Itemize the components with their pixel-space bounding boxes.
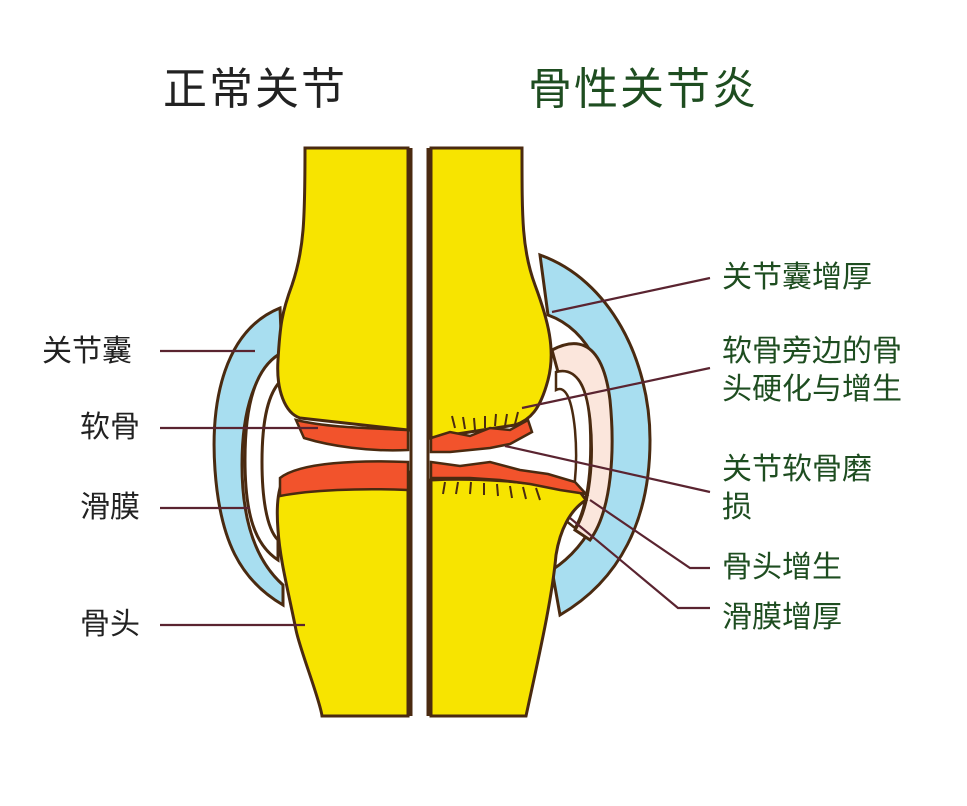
- label-cartilage: 软骨: [80, 410, 140, 445]
- normal-upper-cartilage: [293, 418, 410, 452]
- oa-lower-cartilage: [429, 460, 590, 496]
- normal-lower-cartilage: [278, 460, 410, 498]
- label-cartilage-wear-line1: 关节软骨磨: [722, 452, 872, 487]
- label-joint-capsule: 关节囊: [42, 334, 132, 369]
- label-bone: 骨头: [80, 607, 140, 642]
- label-sclerosis-line1: 软骨旁边的骨: [722, 334, 902, 369]
- oa-femur: [429, 146, 553, 440]
- leader-sclerosis: [521, 366, 711, 410]
- title-osteoarthritis: 骨性关节炎: [528, 64, 758, 115]
- normal-femur: [276, 146, 410, 432]
- leader-capsule-thickening: [551, 276, 711, 314]
- normal-joint-capsule: [212, 305, 285, 608]
- label-cartilage-wear-line2: 损: [722, 490, 752, 525]
- leader-bone-spur: [589, 499, 710, 570]
- leader-synovium-thickening: [569, 517, 710, 610]
- oa-lower-sclerosis-marks: [442, 481, 541, 501]
- label-sclerosis-line2: 头硬化与增生: [722, 372, 902, 407]
- normal-tibia: [275, 469, 410, 718]
- leader-cartilage-wear: [504, 444, 711, 494]
- label-capsule-thickening: 关节囊增厚: [722, 260, 872, 295]
- title-normal-joint: 正常关节: [163, 64, 347, 115]
- label-bone-spur: 骨头增生: [722, 550, 842, 585]
- oa-upper-sclerosis-marks: [451, 411, 519, 431]
- label-synovium-thickening: 滑膜增厚: [722, 600, 842, 635]
- oa-upper-cartilage: [429, 418, 534, 454]
- label-synovium: 滑膜: [80, 490, 140, 525]
- normal-synovial-cavity: [243, 349, 286, 563]
